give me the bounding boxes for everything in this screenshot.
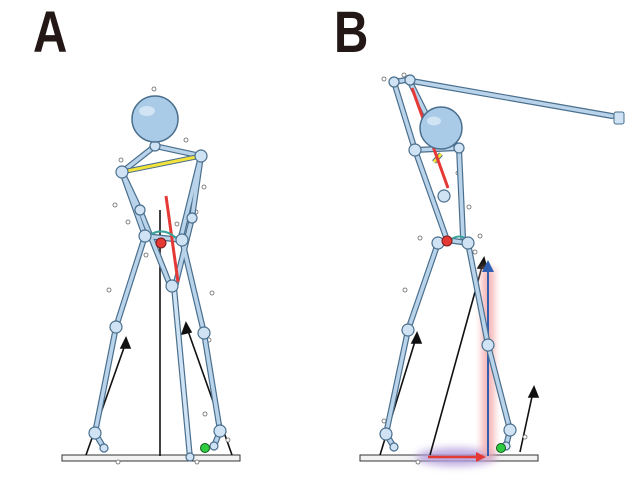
center-of-mass-marker xyxy=(441,235,453,247)
ground-plate xyxy=(61,454,241,462)
skeleton-joints xyxy=(88,140,227,462)
pressure-marker xyxy=(200,443,210,453)
horizontal-force-arrowhead xyxy=(476,452,486,462)
skeleton-bones xyxy=(92,143,223,451)
force-vectors xyxy=(379,255,540,456)
head xyxy=(131,95,179,143)
spine-line xyxy=(164,195,180,283)
skeleton-bones-fill xyxy=(384,78,614,449)
panel-b: B xyxy=(320,0,640,480)
golfer-address-diagram xyxy=(61,86,241,465)
skeleton-bones-fill xyxy=(93,144,222,450)
vertical-force-arrowhead xyxy=(482,260,494,272)
center-of-mass-marker xyxy=(155,237,167,249)
head xyxy=(419,106,463,150)
golfer-backswing-diagram xyxy=(359,72,625,466)
skeleton-joints xyxy=(379,74,517,452)
force-vectors xyxy=(85,321,233,456)
shoulder-line-highlight xyxy=(121,154,202,174)
panel-a: A xyxy=(33,0,241,465)
panel-label-b: B xyxy=(334,0,369,65)
panel-label-a: A xyxy=(33,0,68,65)
club-head xyxy=(613,111,625,125)
pressure-marker xyxy=(496,443,506,453)
golf-club-shaft-fill xyxy=(172,285,192,460)
